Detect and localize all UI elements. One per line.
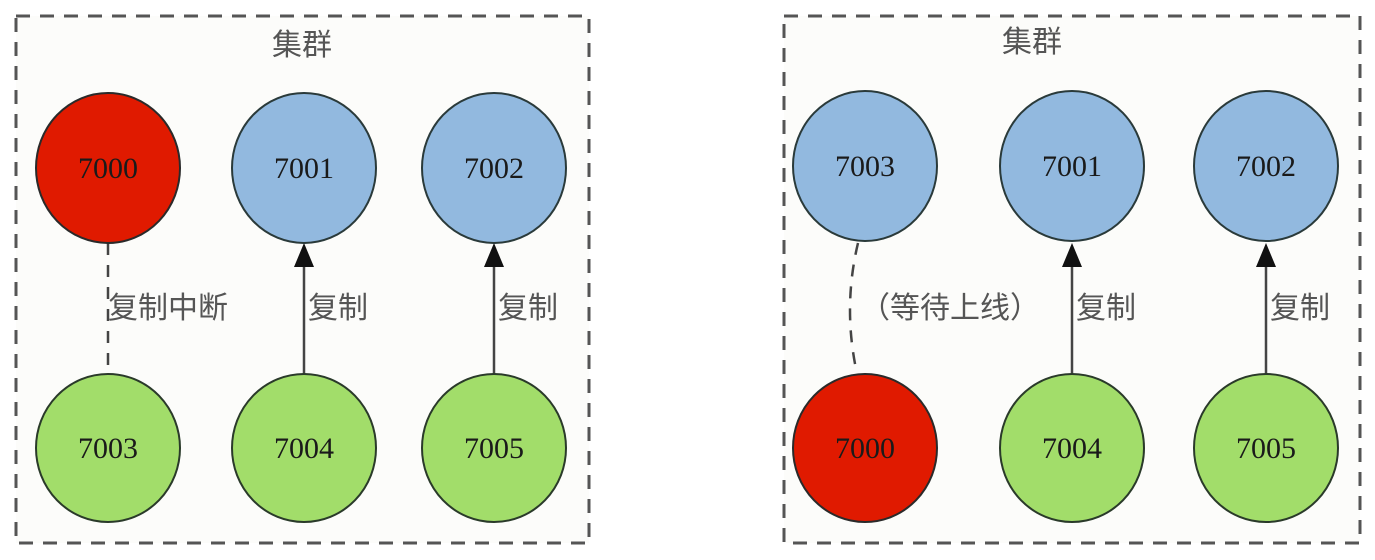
arrowhead-icon [294, 243, 314, 267]
edge-label-replication: 复制 [1270, 291, 1330, 326]
node-7001-master: 7001 [231, 92, 377, 244]
svg-text:7003: 7003 [835, 150, 895, 183]
node-7000-failed: 7000 [792, 373, 938, 523]
edge-label-waiting-online: （等待上线） [860, 291, 1040, 326]
svg-text:7004: 7004 [274, 432, 334, 465]
node-7003-master: 7003 [792, 90, 938, 242]
node-7005-slave: 7005 [1193, 373, 1339, 523]
svg-text:7002: 7002 [1236, 150, 1296, 183]
node-7001-master: 7001 [999, 90, 1145, 242]
svg-text:7003: 7003 [78, 432, 138, 465]
svg-text:7005: 7005 [464, 432, 524, 465]
cluster-title: 集群 [1002, 25, 1062, 60]
arrowhead-icon [1062, 243, 1082, 267]
node-7003-slave: 7003 [35, 373, 181, 523]
arrowhead-icon [1256, 243, 1276, 267]
svg-text:7001: 7001 [274, 152, 334, 185]
diagram-after-failover: 集群 （等待上线） 复制 复制 7003 7001 7002 7000 [770, 0, 1375, 560]
edge-waiting-online [848, 242, 860, 379]
diagram-canvas: 集群 复制中断 复制 复制 7000 7001 7002 7003 [14, 14, 591, 545]
cluster-title: 集群 [272, 28, 332, 63]
svg-text:7000: 7000 [78, 152, 138, 185]
svg-text:7004: 7004 [1042, 432, 1102, 465]
svg-text:7005: 7005 [1236, 432, 1296, 465]
diagram-canvas: 集群 （等待上线） 复制 复制 7003 7001 7002 7000 [782, 14, 1362, 545]
node-7002-master: 7002 [421, 92, 567, 244]
node-7002-master: 7002 [1193, 90, 1339, 242]
svg-text:7000: 7000 [835, 432, 895, 465]
edge-label-replication: 复制 [498, 291, 558, 326]
edge-label-replication: 复制 [308, 291, 368, 326]
svg-text:7002: 7002 [464, 152, 524, 185]
edge-label-replication: 复制 [1076, 291, 1136, 326]
node-7004-slave: 7004 [231, 373, 377, 523]
node-7000-failed: 7000 [35, 92, 181, 244]
node-7005-slave: 7005 [421, 373, 567, 523]
arrowhead-icon [484, 243, 504, 267]
node-7004-slave: 7004 [999, 373, 1145, 523]
diagram-before-failover: 集群 复制中断 复制 复制 7000 7001 7002 7003 [0, 0, 600, 560]
svg-text:7001: 7001 [1042, 150, 1102, 183]
edge-label-replication-broken: 复制中断 [108, 291, 228, 326]
